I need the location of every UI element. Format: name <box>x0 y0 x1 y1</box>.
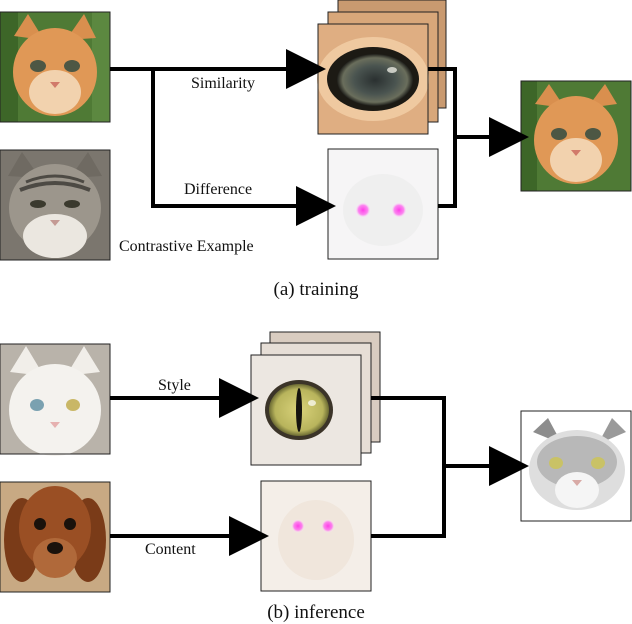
training-arrows <box>110 49 529 226</box>
white-cat-style-image <box>0 344 110 456</box>
inference-caption: (b) inference <box>267 602 365 623</box>
similarity-label: Similarity <box>191 75 255 92</box>
difference-label: Difference <box>184 181 252 198</box>
contrastive-example-label: Contrastive Example <box>119 238 254 255</box>
dog-content-image <box>0 482 110 592</box>
tabby-cat-contrastive-image <box>0 150 110 260</box>
difference-mask-image <box>327 148 439 260</box>
style-label: Style <box>158 377 191 394</box>
content-label: Content <box>145 541 196 558</box>
content-mask-image <box>260 480 372 592</box>
difference-arrow <box>151 69 336 226</box>
similarity-patch-stack <box>317 0 447 135</box>
inference-arrows <box>110 378 529 556</box>
inference-output-image <box>521 411 631 521</box>
training-caption: (a) training <box>274 279 359 300</box>
inference-merge-connector <box>371 396 446 538</box>
style-patch-stack <box>250 331 381 466</box>
ginger-kitten-input-image <box>0 12 110 122</box>
training-output-image <box>521 81 631 191</box>
